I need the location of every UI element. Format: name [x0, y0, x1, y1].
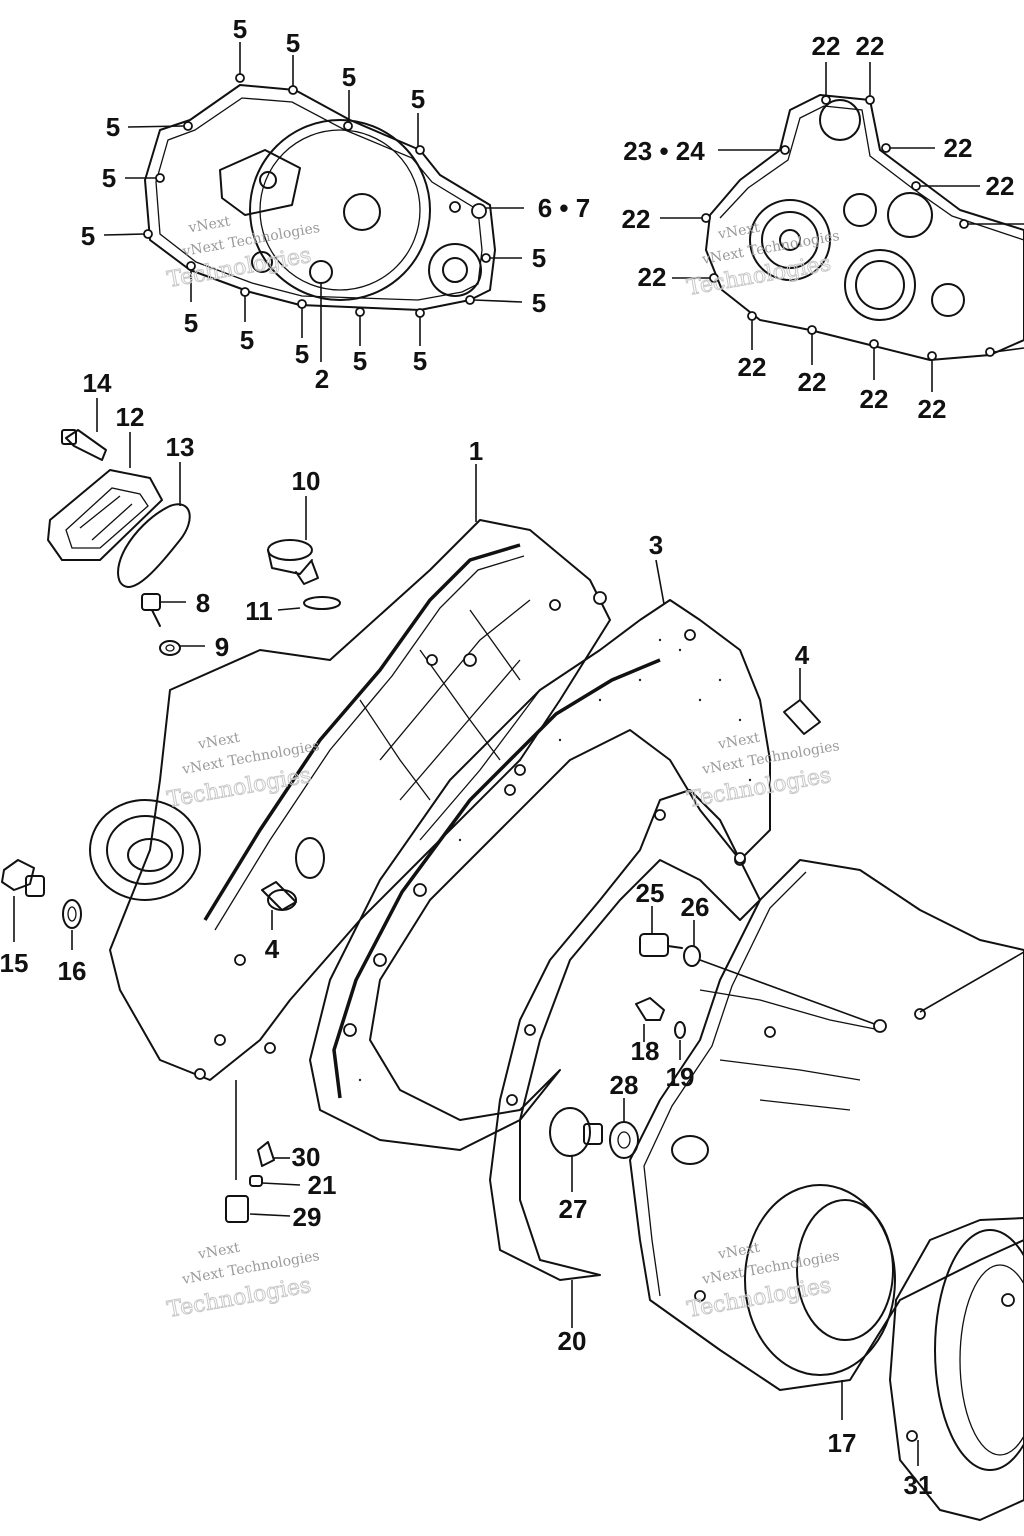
callout-label: 16 — [58, 956, 87, 986]
watermark-group: vNext vNext Technologies Technologies — [165, 730, 321, 814]
callout-label: 5 — [233, 14, 247, 44]
callout-label: 22 — [798, 367, 827, 397]
watermark-text: vNext — [716, 1240, 761, 1263]
callout-label: 5 — [413, 346, 427, 376]
callout-labels: 5 5 5 5 5 5 5 5 5 5 5 5 5 5 2 6 • 7 22 2… — [0, 14, 1014, 1500]
callout-label: 9 — [215, 632, 229, 662]
callout-label: 5 — [342, 62, 356, 92]
callout-label: 17 — [828, 1428, 857, 1458]
callout-label: 20 — [558, 1326, 587, 1356]
callout-label: 22 — [860, 384, 889, 414]
callout-label: 1 — [469, 436, 483, 466]
watermark-group: vNext vNext Technologies Technologies — [685, 730, 841, 814]
callout-label: 15 — [0, 948, 28, 978]
watermark-group: vNext vNext Technologies Technologies — [685, 1240, 841, 1324]
callout-label: 29 — [293, 1202, 322, 1232]
callout-label: 5 — [102, 163, 116, 193]
callout-label: 5 — [184, 308, 198, 338]
callout-label: 26 — [681, 892, 710, 922]
callout-label: 22 — [986, 171, 1015, 201]
callout-label: 6 • 7 — [538, 193, 590, 223]
callout-label: 27 — [559, 1194, 588, 1224]
watermark-text: vNext — [196, 730, 241, 753]
callout-label: 31 — [904, 1470, 933, 1500]
left-cover-illustration — [103, 42, 524, 362]
callout-label: 18 — [631, 1036, 660, 1066]
callout-label: 12 — [116, 402, 145, 432]
callout-label: 25 — [636, 878, 665, 908]
watermark-text: vNext — [186, 213, 231, 236]
callout-label: 13 — [166, 432, 195, 462]
callout-label: 3 — [649, 530, 663, 560]
callout-label: 8 — [196, 588, 210, 618]
callout-label: 5 — [411, 84, 425, 114]
callout-label: 4 — [265, 934, 280, 964]
callout-label: 5 — [532, 288, 546, 318]
callout-label: 22 — [944, 133, 973, 163]
watermark-text: vNext — [196, 1240, 241, 1263]
callout-label: 14 — [83, 368, 112, 398]
callout-label: 4 — [795, 640, 810, 670]
callout-label: 11 — [245, 596, 273, 626]
callout-label: 5 — [353, 346, 367, 376]
mid-small-parts-illustration — [549, 906, 881, 1192]
callout-label: 5 — [106, 112, 120, 142]
watermark-group: vNext vNext Technologies Technologies — [165, 1240, 321, 1324]
callout-label: 21 — [308, 1170, 337, 1200]
callout-label: 23 • 24 — [623, 136, 705, 166]
callout-label: 19 — [666, 1062, 695, 1092]
callout-label: 22 — [856, 31, 885, 61]
gasket-illustration — [309, 559, 771, 1151]
callout-label: 22 — [738, 352, 767, 382]
callout-label: 22 — [812, 31, 841, 61]
callout-label: 10 — [292, 466, 321, 496]
small-parts-illustration — [1, 398, 341, 950]
callout-label: 5 — [81, 221, 95, 251]
callout-label: 5 — [240, 325, 254, 355]
callout-label: 30 — [292, 1142, 321, 1172]
right-cover-illustration — [660, 62, 1024, 392]
callout-label: 2 — [315, 364, 329, 394]
callout-label: 22 — [622, 204, 651, 234]
callout-label: 22 — [638, 262, 667, 292]
callout-label: 5 — [286, 28, 300, 58]
watermark-text: vNext — [716, 220, 761, 243]
watermark-text: vNext — [716, 730, 761, 753]
second-gasket-illustration — [489, 789, 761, 1328]
callout-label: 5 — [532, 243, 546, 273]
right-crankcase-illustration — [261, 668, 1024, 1521]
callout-label: 28 — [610, 1070, 639, 1100]
callout-label: 5 — [295, 339, 309, 369]
left-crankcase-illustration — [89, 464, 611, 1223]
callout-label: 22 — [918, 394, 947, 424]
